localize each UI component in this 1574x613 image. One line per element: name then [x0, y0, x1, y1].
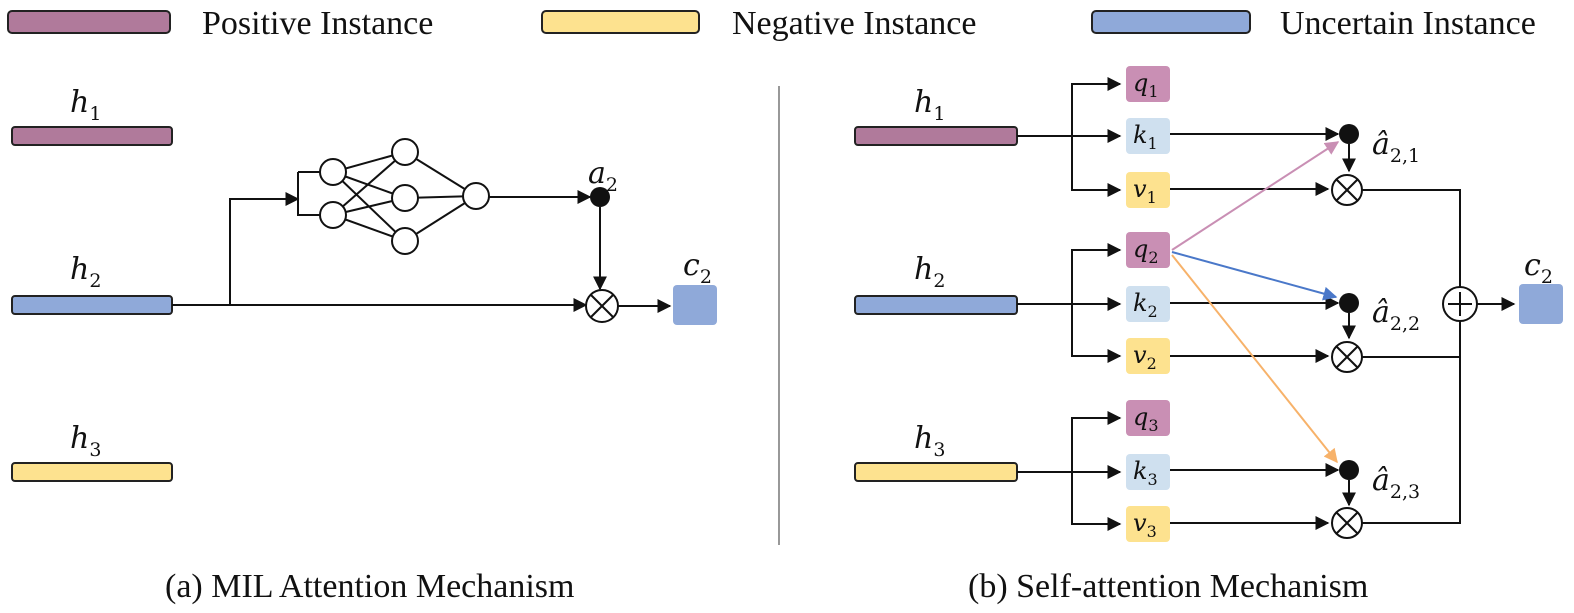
b-q3-box	[1126, 400, 1170, 436]
a-caption: (a) MIL Attention Mechanism	[165, 568, 574, 605]
b-k1-label: k1	[1133, 121, 1158, 153]
a-h2-bar	[11, 295, 173, 315]
mlp-input-node	[319, 201, 347, 229]
legend: Positive Instance Negative Instance Unce…	[7, 5, 1536, 42]
b-k2-label: k2	[1133, 289, 1158, 321]
b-q2-to-a23-arrow	[1171, 254, 1338, 464]
b-q2-label: q2	[1133, 235, 1159, 267]
b-v3-box	[1126, 506, 1170, 542]
b-sum-op	[1442, 286, 1478, 322]
b-multiply-op	[1331, 174, 1363, 206]
a-h1-label: h1	[70, 85, 101, 125]
b-k3-box	[1126, 454, 1170, 490]
b-a21-dot	[1339, 124, 1359, 144]
b-v2-label: v2	[1133, 341, 1157, 373]
b-a22-label: â2,2	[1372, 295, 1420, 335]
b-v2-box	[1126, 338, 1170, 374]
b-h3-bar	[854, 462, 1018, 482]
b-h3-label: h3	[914, 421, 945, 461]
b-k2-box	[1126, 286, 1170, 322]
b-a23-dot	[1339, 460, 1359, 480]
b-q2-box	[1126, 232, 1170, 268]
mlp-output-node	[462, 182, 490, 210]
mlp-input-node	[319, 158, 347, 186]
b-q2-to-a22-arrow	[1171, 251, 1338, 301]
legend-positive-label: Positive Instance	[202, 5, 433, 42]
b-caption: (b) Self-attention Mechanism	[968, 568, 1368, 605]
a-branch-line	[229, 192, 300, 305]
b-q1-box	[1126, 66, 1170, 102]
b-q1-label: q1	[1133, 69, 1159, 101]
a-h3-label: h3	[70, 421, 101, 461]
a-multiply-op	[585, 289, 619, 323]
b-h1-label: h1	[914, 85, 945, 125]
b-v1-label: v1	[1133, 175, 1157, 207]
legend-negative-swatch	[541, 10, 700, 34]
b-q3-label: q3	[1133, 403, 1159, 435]
b-h1-bar	[854, 126, 1018, 146]
mlp-network	[319, 138, 490, 255]
b-q2-to-a21-arrow	[1171, 141, 1340, 251]
legend-negative-label: Negative Instance	[732, 5, 977, 42]
b-a22-dot	[1339, 293, 1359, 313]
a-c2-box	[673, 285, 717, 325]
b-v1-box	[1126, 172, 1170, 208]
a-attention-dot	[590, 187, 610, 207]
b-a23-label: â2,3	[1372, 463, 1420, 503]
b-multiply-op	[1331, 507, 1363, 539]
a-h2-label: h2	[70, 252, 101, 292]
a-a2-label: a2	[588, 156, 618, 196]
b-c2-box	[1519, 284, 1563, 324]
a-h1-bar	[11, 126, 173, 146]
legend-uncertain-label: Uncertain Instance	[1280, 5, 1536, 42]
b-v3-label: v3	[1133, 509, 1157, 541]
b-multiply-op	[1331, 341, 1363, 373]
a-c2-label: c2	[683, 248, 712, 288]
b-k1-box	[1126, 118, 1170, 154]
legend-uncertain-swatch	[1091, 10, 1251, 34]
mlp-hidden-node	[391, 138, 419, 166]
b-a21-label: â2,1	[1372, 127, 1420, 167]
panel-a: h1 h2 h3	[11, 85, 717, 605]
b-k3-label: k3	[1133, 457, 1158, 489]
b-c2-label: c2	[1524, 248, 1553, 288]
b-h2-bar	[854, 295, 1018, 315]
b-h2-label: h2	[914, 252, 945, 292]
mlp-hidden-node	[391, 184, 419, 212]
a-h3-bar	[11, 462, 173, 482]
mlp-hidden-node	[391, 227, 419, 255]
legend-positive-swatch	[7, 10, 171, 34]
a-split-line	[297, 172, 320, 216]
panel-b: h1 h2 h3 q1 k1 v1 q2 k2 v2 q3	[854, 66, 1563, 605]
